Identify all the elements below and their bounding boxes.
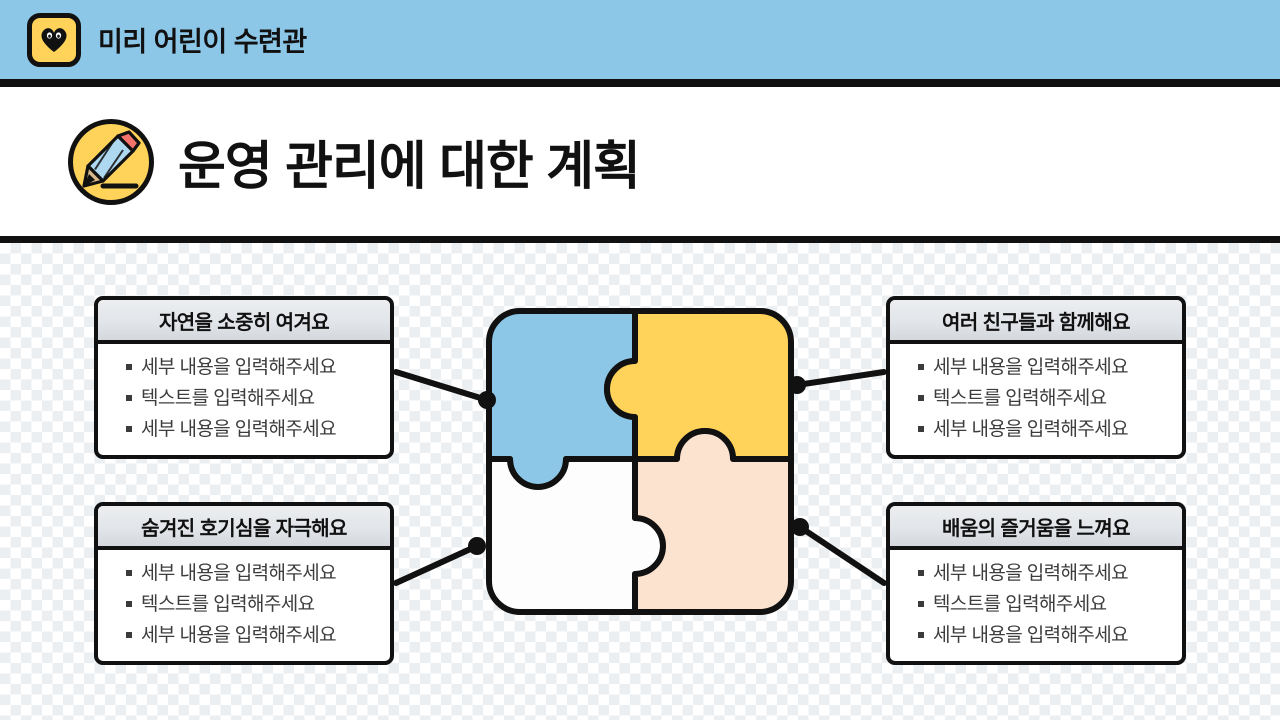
bullet-text: 세부 내용을 입력해주세요 xyxy=(141,624,337,646)
heart-face-icon xyxy=(27,12,81,67)
bullet-text: 텍스트를 입력해주세요 xyxy=(933,593,1107,615)
title-divider xyxy=(0,236,1280,243)
card-top-left-body: 세부 내용을 입력해주세요 텍스트를 입력해주세요 세부 내용을 입력해주세요 xyxy=(98,344,390,453)
card-bottom-right[interactable]: 배움의 즐거움을 느껴요 세부 내용을 입력해주세요 텍스트를 입력해주세요 세… xyxy=(886,502,1186,665)
list-item: 텍스트를 입력해주세요 xyxy=(918,594,1172,617)
heart-face-glyph xyxy=(41,27,67,52)
title-band: 운영 관리에 대한 계획 xyxy=(0,87,1280,236)
bullet-square-icon xyxy=(126,425,132,432)
card-top-right[interactable]: 여러 친구들과 함께해요 세부 내용을 입력해주세요 텍스트를 입력해주세요 세… xyxy=(886,296,1186,459)
bullet-square-icon xyxy=(126,631,132,638)
bullet-text: 텍스트를 입력해주세요 xyxy=(141,387,315,409)
bullet-square-icon xyxy=(918,425,924,432)
card-top-right-header: 여러 친구들과 함께해요 xyxy=(890,300,1182,344)
bullet-square-icon xyxy=(918,570,924,576)
list-item: 세부 내용을 입력해주세요 xyxy=(918,357,1172,380)
bullet-text: 세부 내용을 입력해주세요 xyxy=(141,357,337,378)
list-item: 세부 내용을 입력해주세요 xyxy=(918,563,1172,586)
card-top-left[interactable]: 자연을 소중히 여겨요 세부 내용을 입력해주세요 텍스트를 입력해주세요 세부… xyxy=(94,296,394,459)
bullet-text: 텍스트를 입력해주세요 xyxy=(933,387,1107,409)
bullet-text: 세부 내용을 입력해주세요 xyxy=(141,418,337,440)
card-top-right-title: 여러 친구들과 함께해요 xyxy=(942,311,1131,334)
bullet-square-icon xyxy=(918,364,924,370)
list-item: 텍스트를 입력해주세요 xyxy=(126,594,380,617)
header-divider xyxy=(0,79,1280,87)
card-top-left-title: 자연을 소중히 여겨요 xyxy=(158,311,330,334)
bullet-text: 세부 내용을 입력해주세요 xyxy=(933,418,1129,440)
bullet-text: 세부 내용을 입력해주세요 xyxy=(141,563,337,584)
list-item: 텍스트를 입력해주세요 xyxy=(126,388,380,411)
bullet-text: 세부 내용을 입력해주세요 xyxy=(933,624,1129,646)
bullet-square-icon xyxy=(918,394,924,401)
list-item: 세부 내용을 입력해주세요 xyxy=(126,357,380,380)
page-title: 운영 관리에 대한 계획 xyxy=(178,138,641,196)
card-top-right-body: 세부 내용을 입력해주세요 텍스트를 입력해주세요 세부 내용을 입력해주세요 xyxy=(890,344,1182,453)
card-bottom-right-body: 세부 내용을 입력해주세요 텍스트를 입력해주세요 세부 내용을 입력해주세요 xyxy=(890,550,1182,659)
card-top-left-header: 자연을 소중히 여겨요 xyxy=(98,300,390,344)
card-bottom-left[interactable]: 숨겨진 호기심을 자극해요 세부 내용을 입력해주세요 텍스트를 입력해주세요 … xyxy=(94,502,394,665)
list-item: 세부 내용을 입력해주세요 xyxy=(918,625,1172,648)
list-item: 세부 내용을 입력해주세요 xyxy=(918,419,1172,442)
bullet-text: 세부 내용을 입력해주세요 xyxy=(933,563,1129,584)
card-bottom-right-title: 배움의 즐거움을 느껴요 xyxy=(942,517,1131,540)
pencil-icon xyxy=(68,118,154,205)
bullet-text: 텍스트를 입력해주세요 xyxy=(141,593,315,615)
bullet-square-icon xyxy=(126,570,132,576)
bullet-square-icon xyxy=(918,600,924,607)
bullet-text: 세부 내용을 입력해주세요 xyxy=(933,357,1129,378)
card-bottom-left-body: 세부 내용을 입력해주세요 텍스트를 입력해주세요 세부 내용을 입력해주세요 xyxy=(98,550,390,659)
brand-title: 미리 어린이 수련관 xyxy=(98,27,307,57)
card-bottom-left-header: 숨겨진 호기심을 자극해요 xyxy=(98,506,390,550)
card-bottom-left-title: 숨겨진 호기심을 자극해요 xyxy=(141,517,347,540)
pencil-glyph xyxy=(82,129,141,188)
list-item: 세부 내용을 입력해주세요 xyxy=(126,419,380,442)
header-bar: 미리 어린이 수련관 xyxy=(0,0,1280,79)
list-item: 세부 내용을 입력해주세요 xyxy=(126,625,380,648)
bullet-square-icon xyxy=(918,631,924,638)
list-item: 세부 내용을 입력해주세요 xyxy=(126,563,380,586)
bullet-square-icon xyxy=(126,394,132,401)
card-bottom-right-header: 배움의 즐거움을 느껴요 xyxy=(890,506,1182,550)
list-item: 텍스트를 입력해주세요 xyxy=(918,388,1172,411)
bullet-square-icon xyxy=(126,600,132,607)
bullet-square-icon xyxy=(126,364,132,370)
